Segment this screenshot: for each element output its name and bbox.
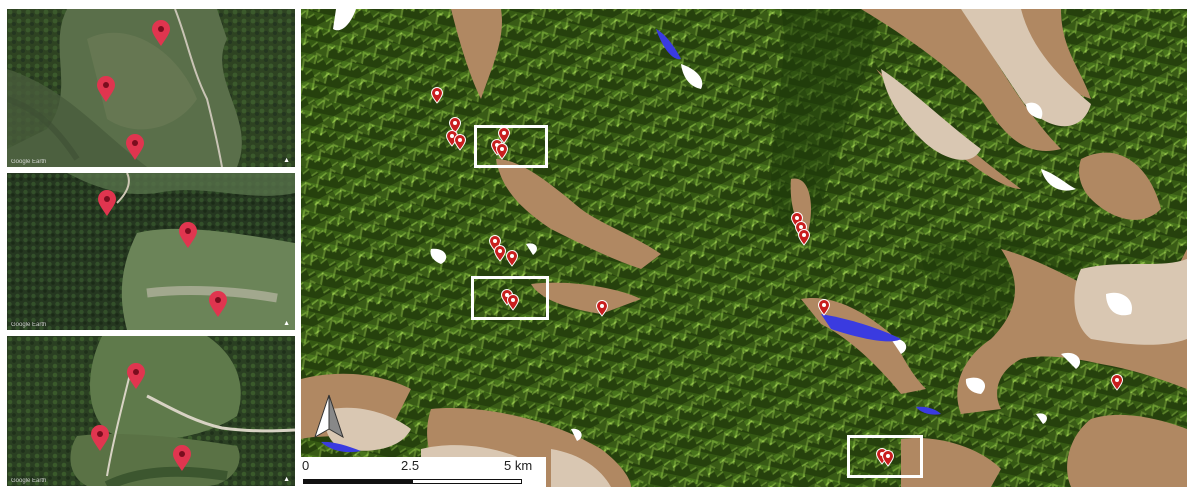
site-marker[interactable] xyxy=(454,134,466,151)
main-map[interactable]: 0 2.5 5 km xyxy=(301,9,1187,487)
north-arrow-icon xyxy=(309,391,349,441)
scale-segment-2 xyxy=(412,479,522,484)
open-land-areas xyxy=(301,9,1187,487)
water-bodies xyxy=(321,29,941,453)
attribution-label: Google Earth xyxy=(11,159,47,165)
scale-tick-mid: 2.5 xyxy=(401,458,420,473)
highlight-box-2[interactable] xyxy=(471,276,549,320)
sat-pin-2a[interactable] xyxy=(97,189,117,217)
highlight-box-1[interactable] xyxy=(474,125,548,168)
scale-segment-1 xyxy=(303,479,413,484)
site-marker[interactable] xyxy=(596,300,608,317)
site-marker[interactable] xyxy=(449,117,461,134)
satellite-panel-2: Google Earth ▲ xyxy=(7,173,295,330)
relief-map xyxy=(301,9,1187,487)
sat-pin-2b[interactable] xyxy=(178,221,198,249)
sat-pin-3a[interactable] xyxy=(126,362,146,390)
attribution-label: Google Earth xyxy=(11,478,47,484)
sat-pin-1c[interactable] xyxy=(125,133,145,161)
satellite-image-2 xyxy=(7,173,295,330)
satellite-image-1 xyxy=(7,9,295,167)
highlight-box-3[interactable] xyxy=(847,435,923,478)
sat-pin-3c[interactable] xyxy=(172,444,192,472)
site-marker[interactable] xyxy=(431,87,443,104)
scale-bar: 0 2.5 5 km xyxy=(301,457,546,487)
north-mini-icon: ▲ xyxy=(283,157,290,164)
satellite-image-3 xyxy=(7,336,295,486)
site-marker[interactable] xyxy=(818,299,830,316)
sat-pin-2c[interactable] xyxy=(208,290,228,318)
satellite-panel-3: Google Earth ▲ xyxy=(7,336,295,486)
site-marker[interactable] xyxy=(496,143,508,160)
snow-patches xyxy=(333,9,1132,441)
site-marker[interactable] xyxy=(1111,374,1123,391)
site-marker[interactable] xyxy=(498,127,510,144)
site-marker[interactable] xyxy=(798,229,810,246)
sat-pin-1b[interactable] xyxy=(96,75,116,103)
attribution-label: Google Earth xyxy=(11,322,47,328)
north-mini-icon: ▲ xyxy=(283,476,290,483)
site-marker[interactable] xyxy=(882,450,894,467)
sat-pin-3b[interactable] xyxy=(90,424,110,452)
north-mini-icon: ▲ xyxy=(283,320,290,327)
scale-tick-0: 0 xyxy=(302,458,310,473)
site-marker[interactable] xyxy=(494,245,506,262)
sat-pin-1a[interactable] xyxy=(151,19,171,47)
scale-tick-end: 5 km xyxy=(504,458,533,473)
satellite-panel-1: Google Earth ▲ xyxy=(7,9,295,167)
site-marker[interactable] xyxy=(506,250,518,267)
site-marker[interactable] xyxy=(507,294,519,311)
